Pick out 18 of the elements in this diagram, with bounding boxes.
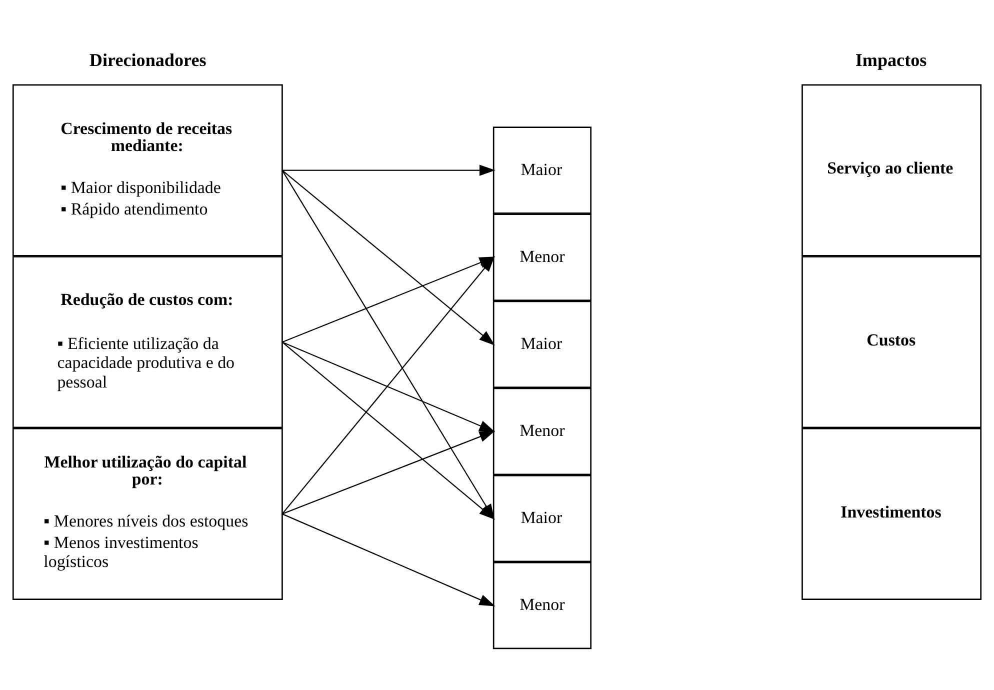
arrow bbox=[282, 430, 496, 514]
arrow bbox=[282, 164, 496, 176]
node-box: Maior bbox=[492, 300, 592, 388]
node-box: Melhor utilização do capital por: ▪ Menores níveis dos estoques ▪ Menos investimentos logísticos bbox=[12, 427, 283, 600]
node-box: Menor bbox=[492, 213, 592, 300]
node-box: Investimentos bbox=[802, 427, 982, 600]
node-box: Serviço ao cliente bbox=[802, 84, 982, 256]
node-box: Menor bbox=[492, 561, 592, 649]
node-box: Menor bbox=[492, 387, 592, 475]
node-box: Crescimento de receitas mediante: ▪ Maior disponibilidade ▪ Rápido atendimento bbox=[12, 84, 283, 256]
node-box: Custos bbox=[802, 256, 982, 428]
label: Impactos bbox=[855, 50, 927, 70]
arrow bbox=[282, 341, 496, 432]
node-box: Maior bbox=[492, 126, 592, 214]
node-box: Maior bbox=[492, 474, 592, 562]
node-box: Redução de custos com: ▪ Eficiente utilização da capacidade produtiva e do pessoal bbox=[12, 256, 283, 428]
label: Direcionadores bbox=[89, 50, 206, 70]
arrow bbox=[282, 512, 496, 606]
